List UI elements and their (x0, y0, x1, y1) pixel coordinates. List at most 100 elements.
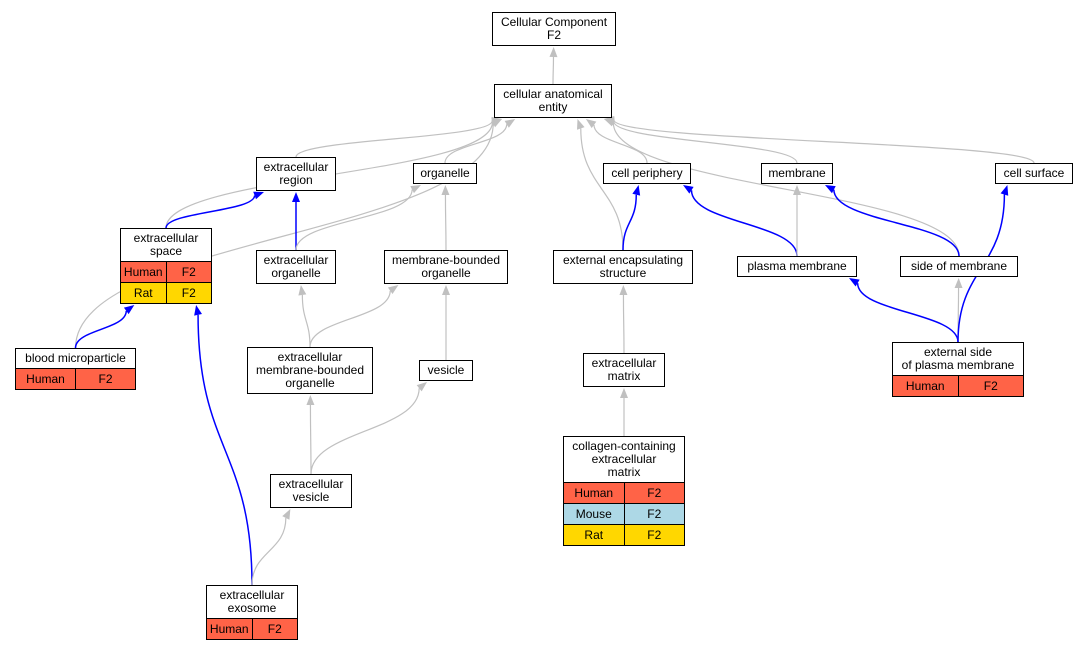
edge-mem-to-cae-line (613, 120, 798, 164)
node-membrane: membrane (761, 163, 833, 184)
node-label: cellular anatomical entity (503, 87, 603, 114)
edge-cs-to-cae-line (613, 119, 1035, 164)
node-vesicle: vesicle (419, 360, 473, 381)
node-external-encapsulating-structure: external encapsulating structure (553, 250, 693, 284)
edge-org-to-cae-line (444, 124, 508, 164)
edge-ees-to-cp-line (622, 194, 638, 251)
node-label: cell periphery (611, 166, 683, 180)
edge-embo-to-eo-arrowhead (298, 285, 307, 296)
node-label: Cellular Component F2 (500, 15, 608, 42)
edge-ccem-to-em-arrowhead (620, 388, 628, 398)
gene-label: F2 (623, 504, 685, 524)
edge-ves-to-mbo-arrowhead (442, 285, 450, 295)
edge-bmp-to-cae-arrowhead (491, 119, 502, 128)
edge-som-to-cae-arrowhead (604, 118, 615, 127)
edge-esopm-to-som-arrowhead (954, 278, 963, 289)
edge-eo-to-org-line (295, 189, 413, 251)
node-label: extracellular organelle (263, 253, 329, 280)
node-label: extracellular vesicle (278, 477, 344, 504)
node-label: external encapsulating structure (562, 253, 684, 280)
node-extracellular-matrix: extracellular matrix (583, 353, 665, 387)
annotation-row: Rat F2 (121, 282, 211, 303)
node-extracellular-membrane-bounded-organelle: extracellular membrane-bounded organelle (247, 347, 373, 394)
organism-label: Rat (584, 528, 604, 542)
edge-es-to-er-arrowhead (253, 191, 264, 200)
organism-label: Human (123, 265, 163, 279)
gene-label: F2 (957, 376, 1024, 396)
node-cellular-anatomical-entity: cellular anatomical entity (494, 84, 612, 118)
edge-ev-to-embo-arrowhead (306, 395, 315, 406)
node-membrane-bounded-organelle: membrane-bounded organelle (384, 250, 508, 284)
gene-label: F2 (251, 619, 298, 639)
gene-label: F2 (623, 483, 685, 503)
organism-label: Rat (133, 286, 153, 300)
edge-ees-to-cae-arrowhead (577, 119, 585, 130)
edge-pm-to-cp-arrowhead (683, 185, 694, 194)
edge-mbo-to-org-line (444, 194, 447, 251)
node-side-of-membrane: side of membrane (900, 256, 1018, 277)
node-label: extracellular exosome (219, 588, 285, 615)
edge-ev-to-ves-line (310, 388, 420, 475)
node-plasma-membrane: plasma membrane (737, 256, 857, 277)
node-cellular-component: Cellular Component F2 (492, 12, 616, 46)
node-label: extracellular region (263, 160, 329, 187)
edge-cae-to-cc-arrowhead (549, 47, 558, 58)
edge-esopm-to-cs-arrowhead (1000, 185, 1009, 196)
edge-er-to-cae-line (295, 120, 493, 158)
node-extracellular-region: extracellular region (256, 157, 336, 191)
edge-cp-to-cae-arrowhead (585, 119, 597, 129)
edge-eo-to-org-arrowhead (410, 185, 421, 194)
edge-som-to-cae-line (612, 122, 960, 257)
edge-ees-to-cp-arrowhead (632, 185, 641, 196)
gene-label: F2 (165, 262, 212, 282)
node-label: extracellular space (133, 231, 199, 258)
edge-mbo-to-org-arrowhead (441, 185, 450, 196)
edge-em-to-ees-line (622, 294, 625, 354)
node-label: collagen-containing extracellular matrix (572, 439, 676, 479)
organism-label: Mouse (575, 507, 612, 521)
node-label: vesicle (427, 363, 465, 377)
organism-label: Human (574, 486, 614, 500)
node-label: membrane-bounded organelle (391, 253, 501, 280)
node-label: plasma membrane (747, 259, 847, 273)
node-organelle: organelle (413, 163, 477, 184)
annotation-row: Human F2 (564, 482, 684, 503)
organism-label: Human (26, 372, 65, 386)
edge-em-to-ees-arrowhead (619, 285, 628, 296)
edge-exo-to-ev-arrowhead (282, 509, 291, 520)
edge-esopm-to-pm-line (856, 282, 959, 343)
edge-embo-to-mbo-arrowhead (387, 285, 399, 295)
edge-esopm-to-pm-arrowhead (849, 278, 860, 287)
gene-label: F2 (623, 525, 685, 545)
edge-exo-to-ev-line (251, 517, 287, 586)
organism-label: Human (209, 622, 249, 636)
edge-org-to-cae-arrowhead (504, 119, 516, 128)
node-label: extracellular membrane-bounded organelle (255, 350, 365, 390)
edge-exo-to-es-line (197, 314, 253, 586)
edge-ev-to-embo-line (309, 404, 312, 475)
node-cell-surface: cell surface (995, 163, 1073, 184)
node-label: extracellular matrix (591, 356, 657, 383)
edge-som-to-mem-line (833, 189, 960, 257)
annotation-row: Mouse F2 (564, 503, 684, 524)
node-collagen-containing-extracellular-matrix: collagen-containing extracellular matrix… (563, 436, 685, 546)
node-label: membrane (768, 166, 826, 180)
edge-som-to-mem-arrowhead (825, 185, 836, 194)
node-extracellular-vesicle: extracellular vesicle (270, 474, 352, 508)
edge-exo-to-es-arrowhead (194, 305, 202, 316)
edge-bmp-to-es-line (74, 310, 128, 349)
gene-label: F2 (165, 283, 212, 303)
edge-es-to-er-line (165, 195, 256, 229)
edge-bmp-to-es-arrowhead (123, 305, 135, 315)
edge-pm-to-mem-arrowhead (793, 185, 801, 195)
node-label: side of membrane (910, 259, 1008, 273)
node-label: cell surface (1003, 166, 1065, 180)
